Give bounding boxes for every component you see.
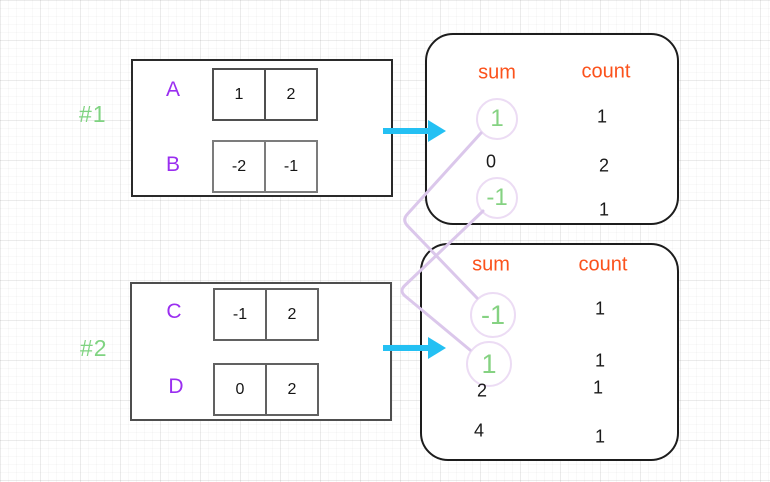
array-a-name: A xyxy=(165,78,181,101)
example-2-count-value-2: 1 xyxy=(592,377,604,398)
example-2-sum-value-2: 2 xyxy=(476,380,488,401)
array-d-name: D xyxy=(168,375,184,398)
example-1-count-value-2: 1 xyxy=(598,199,610,220)
array-b-cells: -2 -1 xyxy=(212,140,318,193)
highlight-circle: 1 xyxy=(466,341,512,387)
example-2-count-value-0: 1 xyxy=(594,298,606,319)
highlight-circle: 1 xyxy=(476,98,518,140)
example-2-sum-value-3: 4 xyxy=(473,420,485,441)
example-1-sum-value-0: 1 xyxy=(490,105,504,132)
example-2-result-box xyxy=(420,243,679,461)
example-1-sum-header: sum xyxy=(478,61,516,84)
array-d-cell-1: 2 xyxy=(265,365,317,414)
example-2-count-header: count xyxy=(578,253,628,276)
array-d-cells: 0 2 xyxy=(213,363,319,416)
array-b-cell-0: -2 xyxy=(231,157,247,175)
array-c-cell-0: -1 xyxy=(232,305,248,323)
example-1-result-box xyxy=(425,33,679,225)
array-b-name: B xyxy=(165,153,181,176)
example-1-sum-value-2: -1 xyxy=(486,184,508,211)
example-2-label: #2 xyxy=(80,335,108,361)
example-1-sum-value-1: 0 xyxy=(485,151,497,172)
array-d-cell-0: 0 xyxy=(235,380,245,398)
example-1-count-header: count xyxy=(581,60,631,83)
highlight-circle: -1 xyxy=(470,292,516,338)
array-c-cell-1: 2 xyxy=(265,290,317,339)
array-a-cell-0: 1 xyxy=(234,85,244,103)
example-1-count-value-1: 2 xyxy=(598,155,610,176)
example-1-count-value-0: 1 xyxy=(596,106,608,127)
array-c-name: C xyxy=(166,300,182,323)
array-c-cells: -1 2 xyxy=(213,288,319,341)
example-2-count-value-1: 1 xyxy=(594,350,606,371)
array-a-cells: 1 2 xyxy=(212,68,318,121)
example-2-sum-value-0: -1 xyxy=(480,299,505,330)
example-1-label: #1 xyxy=(79,101,107,127)
example-2-count-value-3: 1 xyxy=(594,426,606,447)
example-2-sum-header: sum xyxy=(472,253,510,276)
array-a-cell-1: 2 xyxy=(264,70,316,119)
highlight-circle: -1 xyxy=(476,177,518,219)
example-2-sum-value-1: 1 xyxy=(481,348,497,379)
array-b-cell-1: -1 xyxy=(264,142,316,191)
